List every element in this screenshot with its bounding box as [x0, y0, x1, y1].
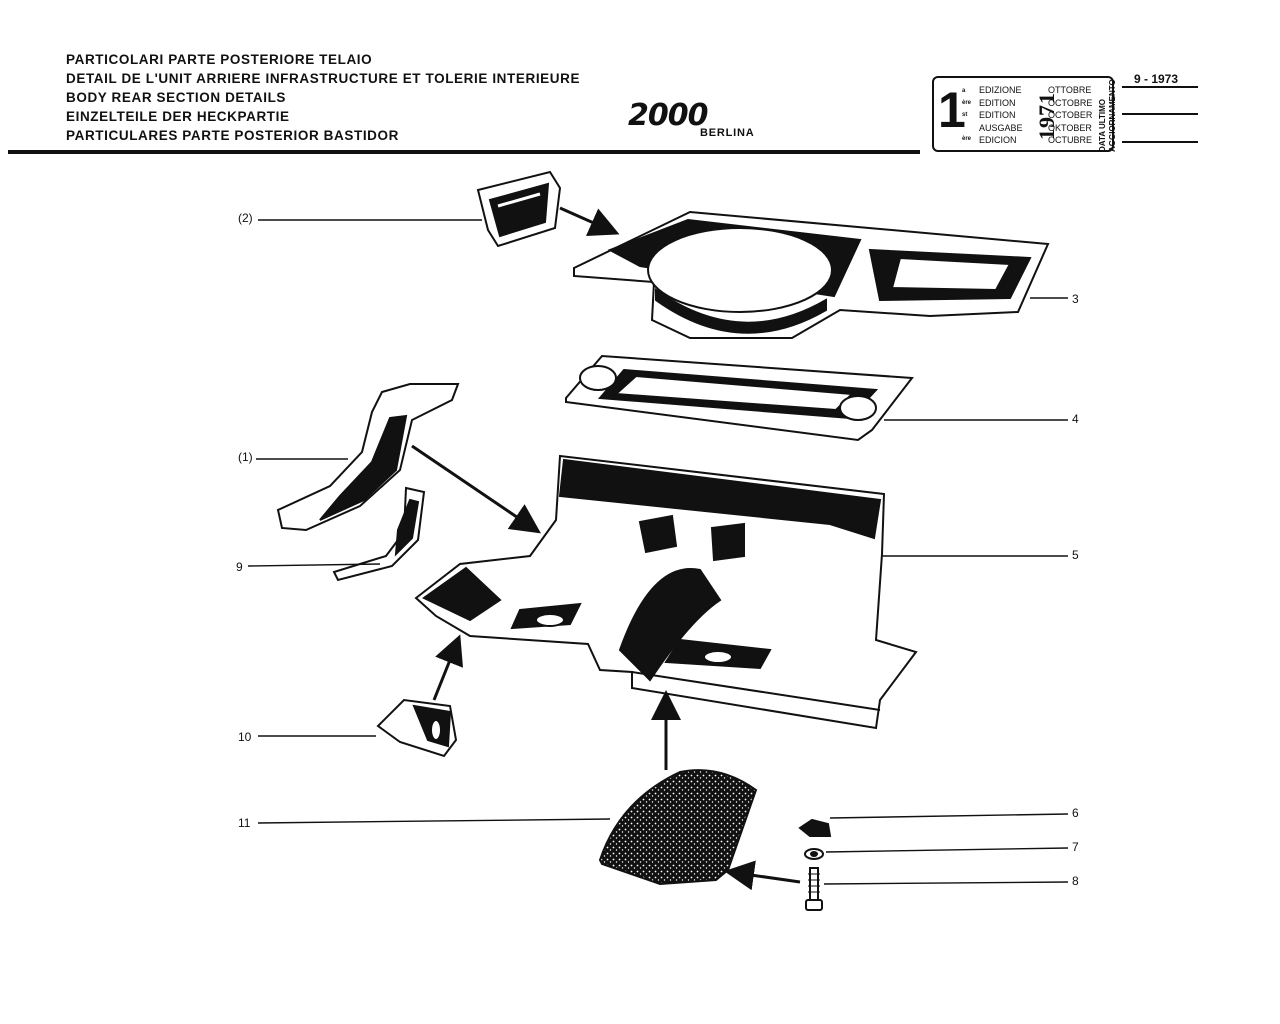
part-4-crossmember	[565, 354, 914, 442]
month-en: OCTOBER	[1048, 110, 1093, 121]
model-logo: 2000	[628, 98, 708, 133]
title-line-de: EINZELTEILE DER HECKPARTIE	[66, 109, 290, 124]
callout-9: 9	[236, 560, 243, 574]
edition-word-it: EDIZIONE	[979, 85, 1022, 95]
header-rule	[8, 150, 920, 154]
title-line-it: PARTICOLARI PARTE POSTERIORE TELAIO	[66, 52, 373, 67]
ordinal-3: st	[962, 112, 968, 118]
edition-box: 1 a ère st ère EDIZIONE EDITION EDITION …	[932, 76, 1114, 152]
ordinal-2: ère	[962, 100, 972, 106]
leader-lines	[247, 219, 1069, 885]
part-10-block	[376, 698, 458, 758]
part-6-clip	[798, 818, 832, 837]
callout-5: 5	[1072, 548, 1079, 562]
edition-word-es: EDICION	[979, 135, 1017, 146]
part-7-washer	[804, 848, 824, 860]
update-line-3	[1122, 141, 1198, 143]
ordinal-1: a	[962, 88, 966, 94]
ordinal-4: ère	[962, 136, 972, 142]
edition-words: EDIZIONE EDITION EDITION AUSGABE EDICION	[979, 84, 1023, 147]
arrows	[411, 206, 801, 891]
edition-number: 1	[938, 82, 966, 138]
edition-months: OTTOBRE OCTOBRE OCTOBER OKTOBER OCTUBRE	[1048, 84, 1092, 147]
callout-2: (2)	[238, 211, 253, 225]
edition-word-fr: EDITION	[979, 97, 1016, 108]
callout-8: 8	[1072, 874, 1079, 888]
update-date: 9 - 1973	[1134, 72, 1179, 86]
callout-3: 3	[1072, 292, 1079, 306]
title-line-en: BODY REAR SECTION DETAILS	[66, 90, 287, 105]
part-2-bracket	[476, 170, 562, 248]
edition-word-en: EDITION	[979, 110, 1016, 121]
month-it: OTTOBRE	[1048, 85, 1092, 95]
callout-6: 6	[1072, 806, 1079, 820]
part-8-screw	[805, 867, 823, 911]
edition-word-de: AUSGABE	[979, 122, 1023, 133]
month-es: OCTUBRE	[1048, 135, 1093, 146]
update-line-1	[1122, 86, 1198, 88]
update-line-2	[1122, 113, 1198, 115]
title-block: PARTICOLARI PARTE POSTERIORE TELAIO DETA…	[66, 50, 580, 145]
month-fr: OCTOBRE	[1048, 97, 1093, 108]
callout-11: 11	[238, 816, 251, 830]
part-11-cover	[598, 769, 758, 886]
part-5-floor	[414, 454, 918, 730]
title-line-fr: DETAIL DE L'UNIT ARRIERE INFRASTRUCTURE …	[66, 71, 581, 86]
part-9-strip	[332, 486, 426, 582]
callout-7: 7	[1072, 840, 1079, 854]
callout-1: (1)	[238, 450, 253, 464]
part-3-panel	[573, 210, 1050, 339]
model-subtitle: BERLINA	[700, 127, 755, 139]
month-de: OKTOBER	[1048, 122, 1092, 133]
part-1-rail	[276, 383, 460, 532]
callout-4: 4	[1072, 412, 1079, 426]
title-line-es: PARTICULARES PARTE POSTERIOR BASTIDOR	[66, 128, 399, 143]
callout-10: 10	[238, 730, 252, 744]
